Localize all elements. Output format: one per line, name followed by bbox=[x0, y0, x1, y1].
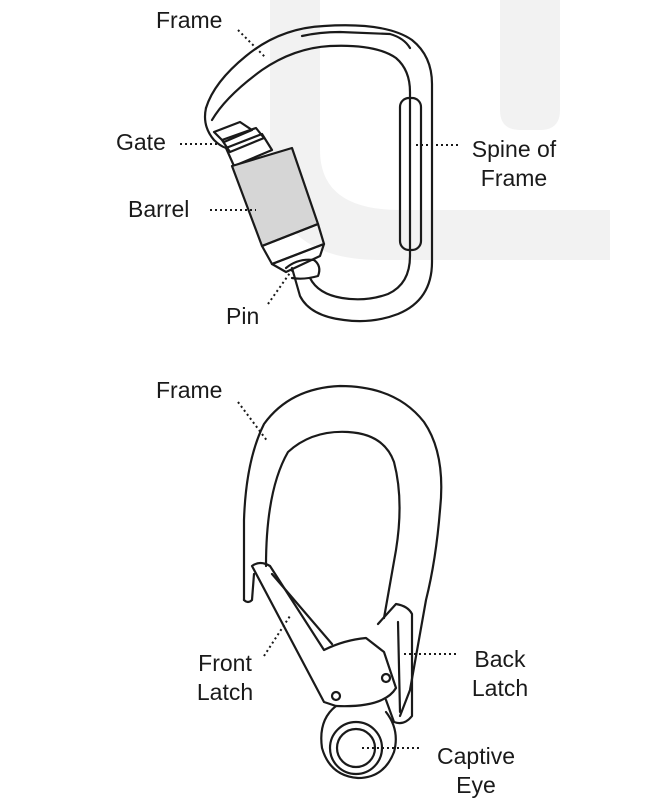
label-spine-line1: Spine of bbox=[471, 136, 557, 162]
carabiner-gate-lower bbox=[270, 242, 326, 274]
leader-frame-top bbox=[237, 29, 267, 59]
label-frame-snap-hook: Frame bbox=[156, 377, 223, 403]
leader-front-latch bbox=[263, 615, 291, 657]
label-pin: Pin bbox=[226, 303, 260, 329]
snap-hook-illustration bbox=[242, 384, 443, 780]
carabiner-illustration bbox=[203, 24, 434, 323]
leader-pin bbox=[267, 269, 293, 305]
front-latch-rivet bbox=[330, 690, 342, 702]
carabiner-frame-outer bbox=[204, 24, 434, 323]
label-front-latch: Front Latch bbox=[186, 649, 264, 707]
front-latch-slot bbox=[270, 572, 334, 646]
label-captive-eye-line2: Eye bbox=[456, 772, 496, 798]
label-spine-line2: Frame bbox=[480, 165, 548, 191]
label-front-latch-line2: Latch bbox=[196, 679, 254, 705]
carabiner-frame-cutout bbox=[300, 30, 412, 50]
label-back-latch-line1: Back bbox=[474, 646, 526, 672]
latch-pivot-rivet bbox=[380, 672, 392, 684]
carabiner-spine-slot bbox=[398, 96, 423, 252]
carabiner-leaders bbox=[180, 29, 458, 305]
label-front-latch-line1: Front bbox=[198, 650, 252, 676]
label-back-latch: Back Latch bbox=[462, 645, 538, 703]
back-latch-inner bbox=[396, 620, 402, 714]
snap-hook-frame-outer bbox=[242, 384, 443, 718]
carabiner-pin bbox=[284, 258, 321, 280]
label-spine-of-frame: Spine of Frame bbox=[462, 135, 566, 193]
snap-hook-nose bbox=[242, 572, 256, 604]
carabiner-barrel-top bbox=[224, 132, 274, 168]
captive-eye-housing bbox=[320, 704, 397, 780]
back-latch bbox=[376, 602, 414, 725]
carabiner-nose bbox=[203, 106, 228, 150]
captive-eye-inner bbox=[335, 727, 377, 769]
leader-hook-frame bbox=[237, 401, 269, 443]
watermark bbox=[270, 0, 610, 260]
carabiner-frame-inner bbox=[210, 44, 412, 301]
label-captive-eye-line1: Captive bbox=[437, 743, 515, 769]
snap-hook-leaders bbox=[237, 401, 458, 749]
label-captive-eye: Captive Eye bbox=[426, 742, 526, 800]
snap-hook-frame-inner bbox=[264, 430, 401, 620]
label-barrel: Barrel bbox=[128, 196, 190, 222]
label-gate: Gate bbox=[116, 129, 166, 155]
front-latch bbox=[250, 561, 398, 708]
label-frame-carabiner: Frame bbox=[156, 7, 223, 33]
label-back-latch-line2: Latch bbox=[471, 675, 529, 701]
